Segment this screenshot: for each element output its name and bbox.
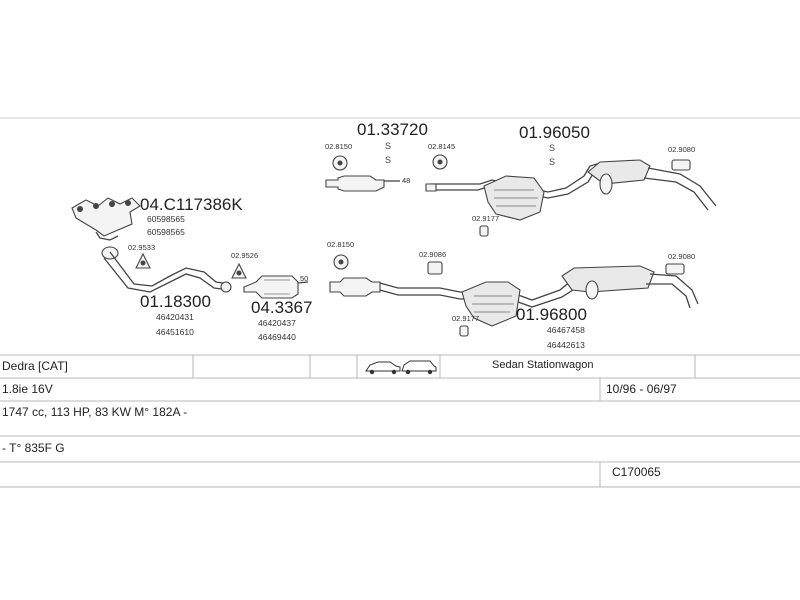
stationwagon-car-icon xyxy=(401,360,437,375)
catalog-code: C170065 xyxy=(612,465,661,479)
catalyst-oem-1: 46420437 xyxy=(258,318,296,328)
rear-silencer-bottom-part-number: 01.96800 xyxy=(516,305,587,324)
accessory-02-9533: 02.9533 xyxy=(128,243,155,269)
accessory-02-9080-bottom: 02.9080 xyxy=(665,252,695,275)
size-label-50: 50 xyxy=(300,274,308,283)
svg-text:02.8150: 02.8150 xyxy=(327,240,354,249)
accessory-02-8145: 02.8145 xyxy=(428,142,455,170)
front-pipe-drawing xyxy=(101,246,232,293)
accessory-02-9080-top: 02.9080 xyxy=(668,145,695,171)
catalyst-oem-2: 46469440 xyxy=(258,332,296,342)
front-pipe-part-number: 01.18300 xyxy=(140,292,211,311)
model-name: Dedra [CAT] xyxy=(2,359,68,373)
middle-pipe-part-number: 01.33720 xyxy=(357,120,428,139)
size-label-48: 48 xyxy=(402,176,410,185)
engine-specs: 1747 cc, 113 HP, 83 KW M° 182A - xyxy=(2,405,187,419)
rear-silencer-bottom-oem-1: 46467458 xyxy=(547,325,585,335)
svg-text:02.9177: 02.9177 xyxy=(452,314,479,323)
accessory-02-9177-bottom: 02.9177 xyxy=(452,314,479,337)
accessory-02-9526: 02.9526 xyxy=(231,251,258,279)
catalyst-part-number: 04.3367 xyxy=(251,298,312,317)
body-types: Sedan Stationwagon xyxy=(492,359,594,371)
manifold-part-number: 04.C117386K xyxy=(140,195,243,214)
front-pipe-oem-2: 46451610 xyxy=(156,327,194,337)
rear-silencer-bottom-drawing xyxy=(329,265,699,327)
svg-text:02.9526: 02.9526 xyxy=(231,251,258,260)
accessory-02-9177-top: 02.9177 xyxy=(472,214,499,237)
svg-text:02.9177: 02.9177 xyxy=(472,214,499,223)
rear-silencer-top-mark-1: S xyxy=(549,143,555,153)
middle-pipe-drawing xyxy=(325,175,400,192)
svg-text:02.8150: 02.8150 xyxy=(325,142,352,151)
manifold-oem-2: 60598565 xyxy=(147,227,185,237)
accessory-02-8150-bottom: 02.8150 xyxy=(327,240,354,270)
accessory-02-8150-top: 02.8150 xyxy=(325,142,352,171)
svg-text:02.9086: 02.9086 xyxy=(419,250,446,259)
sedan-car-icon xyxy=(365,361,401,375)
manifold-drawing xyxy=(71,197,141,241)
production-years: 10/96 - 06/97 xyxy=(606,382,677,396)
rear-silencer-top-drawing xyxy=(425,159,717,221)
middle-pipe-mark-2: S xyxy=(385,155,391,165)
catalyst-drawing xyxy=(243,275,309,299)
manifold-oem-1: 60598565 xyxy=(147,214,185,224)
engine-name: 1.8ie 16V xyxy=(2,382,53,396)
middle-pipe-mark-1: S xyxy=(385,141,391,151)
type-code: - T° 835F G xyxy=(2,441,65,455)
svg-text:02.9080: 02.9080 xyxy=(668,145,695,154)
accessory-02-9086: 02.9086 xyxy=(419,250,446,275)
info-table-grid xyxy=(0,354,800,488)
rear-silencer-top-mark-2: S xyxy=(549,157,555,167)
svg-text:02.9080: 02.9080 xyxy=(668,252,695,261)
front-pipe-oem-1: 46420431 xyxy=(156,312,194,322)
svg-text:02.9533: 02.9533 xyxy=(128,243,155,252)
svg-text:02.8145: 02.8145 xyxy=(428,142,455,151)
rear-silencer-top-part-number: 01.96050 xyxy=(519,123,590,142)
rear-silencer-bottom-oem-2: 46442613 xyxy=(547,340,585,350)
